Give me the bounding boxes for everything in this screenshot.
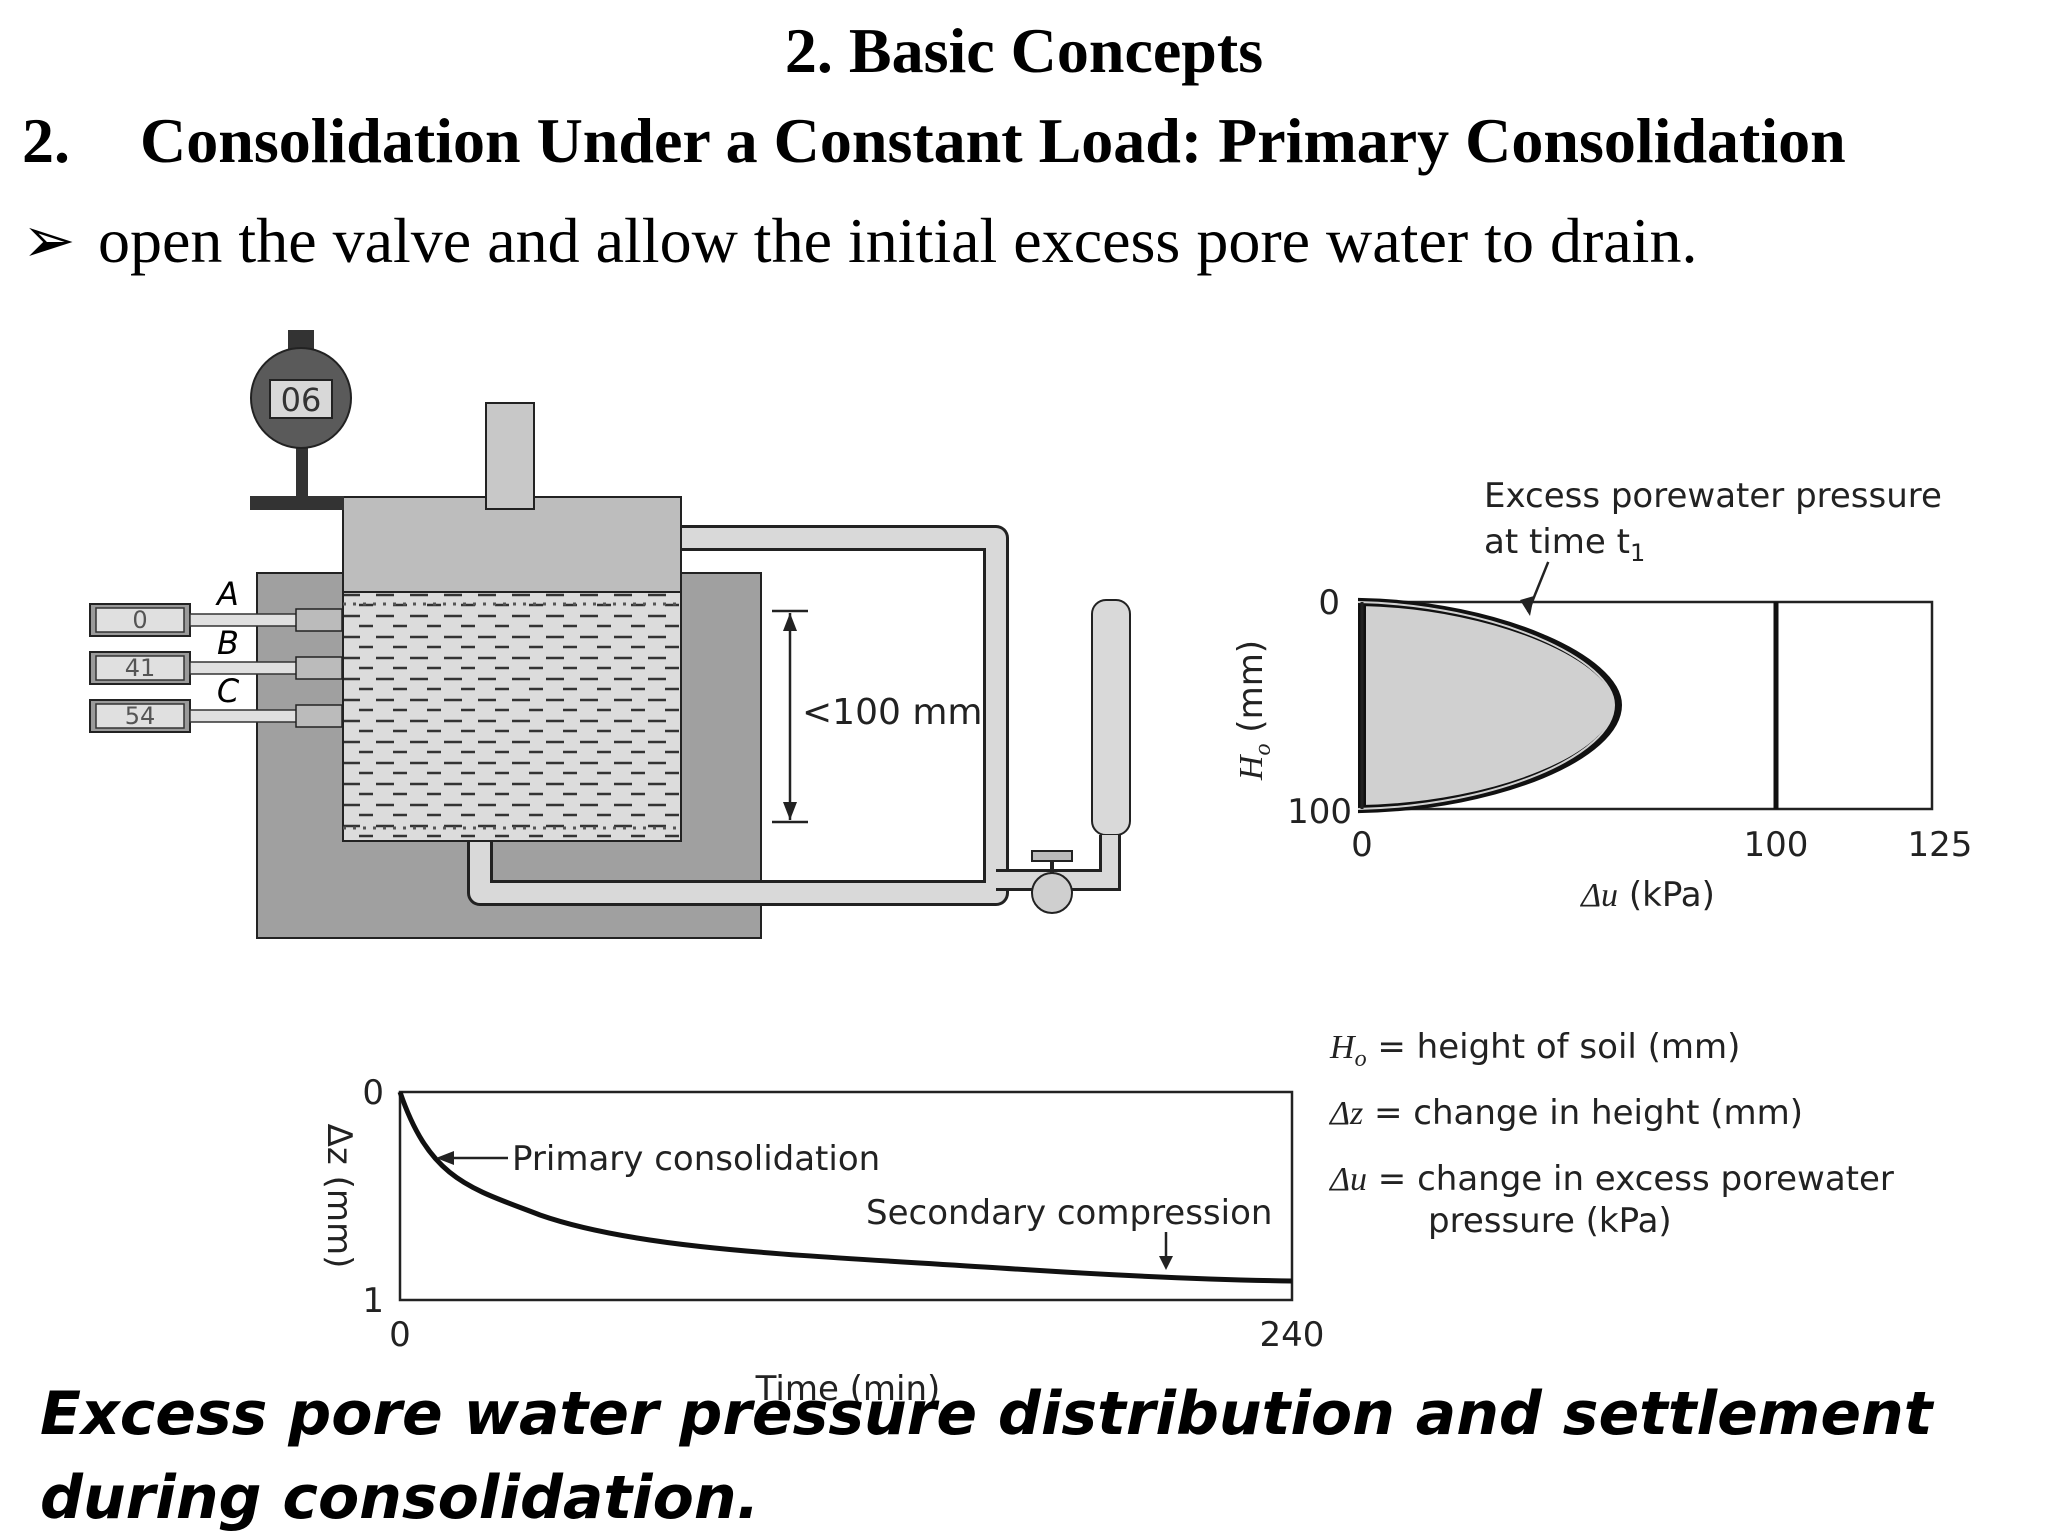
- settlement-chart: 0 1 0 240 Time (min) Δz (mm) Primary con…: [319, 1073, 1324, 1409]
- svg-text:0: 0: [389, 1315, 411, 1355]
- secondary-compression-label: Secondary compression: [866, 1193, 1272, 1233]
- legend-z: Δz = change in height (mm): [1328, 1093, 1803, 1133]
- pressure-distribution-chart: Excess porewater pressure at time t1 0 1…: [1231, 476, 1972, 915]
- variable-legend: Ho = height of soil (mm) Δz = change in …: [1328, 1027, 1894, 1241]
- pressure-gauge-a: 0 A: [89, 575, 343, 637]
- figure-caption: Excess pore water pressure distribution …: [40, 1379, 1933, 1533]
- svg-text:41: 41: [125, 654, 156, 682]
- svg-text:0: 0: [1318, 583, 1340, 623]
- pressure-gauge-c: 54 C: [89, 672, 343, 733]
- legend-u-line2: pressure (kPa): [1428, 1201, 1672, 1241]
- pressure-annotation-line1: Excess porewater pressure: [1484, 476, 1942, 516]
- svg-text:C: C: [217, 672, 240, 710]
- svg-text:0: 0: [1351, 825, 1373, 865]
- subtitle-text: Consolidation Under a Constant Load: Pri…: [140, 105, 1846, 176]
- height-label: <100 mm: [802, 692, 982, 733]
- svg-text:54: 54: [125, 702, 156, 730]
- primary-consolidation-label: Primary consolidation: [512, 1139, 880, 1179]
- pressure-isochrone-curve: [1358, 597, 1623, 814]
- settlement-y-label: Δz (mm): [319, 1124, 359, 1269]
- svg-text:100: 100: [1287, 792, 1352, 832]
- load-rod: [485, 402, 535, 510]
- dial-reading: 06: [281, 381, 322, 419]
- valve[interactable]: [1031, 872, 1073, 914]
- valve-handle[interactable]: [1031, 850, 1073, 862]
- svg-text:100: 100: [1744, 825, 1809, 865]
- bullet-arrow-icon: ➢: [22, 205, 76, 276]
- bullet-point: ➢ open the valve and allow the initial ex…: [22, 204, 1697, 278]
- dial-gauge-arm: [250, 496, 344, 510]
- subtitle-number: 2.: [22, 105, 70, 176]
- pressure-x-label: Δu (kPa): [1579, 875, 1715, 915]
- svg-text:0: 0: [362, 1073, 384, 1113]
- svg-text:1: 1: [362, 1281, 384, 1321]
- settlement-chart-frame: [398, 1090, 1294, 1302]
- oedometer-apparatus: 06 0 A 41 B 54 C: [89, 330, 1131, 939]
- soil-sample: [342, 591, 682, 842]
- pressure-gauge-b: 41 B: [89, 624, 343, 685]
- svg-text:240: 240: [1260, 1315, 1325, 1355]
- pressure-y-label: Ho (mm): [1231, 640, 1276, 781]
- svg-text:B: B: [217, 624, 239, 662]
- settlement-curve: [397, 1091, 1293, 1284]
- legend-u: Δu = change in excess porewater: [1328, 1159, 1894, 1199]
- standpipe: [1091, 599, 1131, 836]
- section-title: 2. Basic Concepts: [784, 15, 1264, 86]
- svg-text:125: 125: [1908, 825, 1973, 865]
- pressure-annotation-line2: at time t1: [1484, 522, 1645, 567]
- svg-text:0: 0: [132, 606, 147, 634]
- subtitle: 2. Consolidation Under a Constant Load: P…: [22, 104, 1846, 178]
- settlement-x-label: Time (min): [755, 1369, 941, 1409]
- svg-text:A: A: [215, 575, 239, 613]
- loading-cap: [342, 496, 682, 593]
- height-dimension: <100 mm: [772, 609, 982, 824]
- bullet-text: open the valve and allow the initial exc…: [98, 205, 1698, 276]
- legend-h: Ho = height of soil (mm): [1329, 1027, 1740, 1072]
